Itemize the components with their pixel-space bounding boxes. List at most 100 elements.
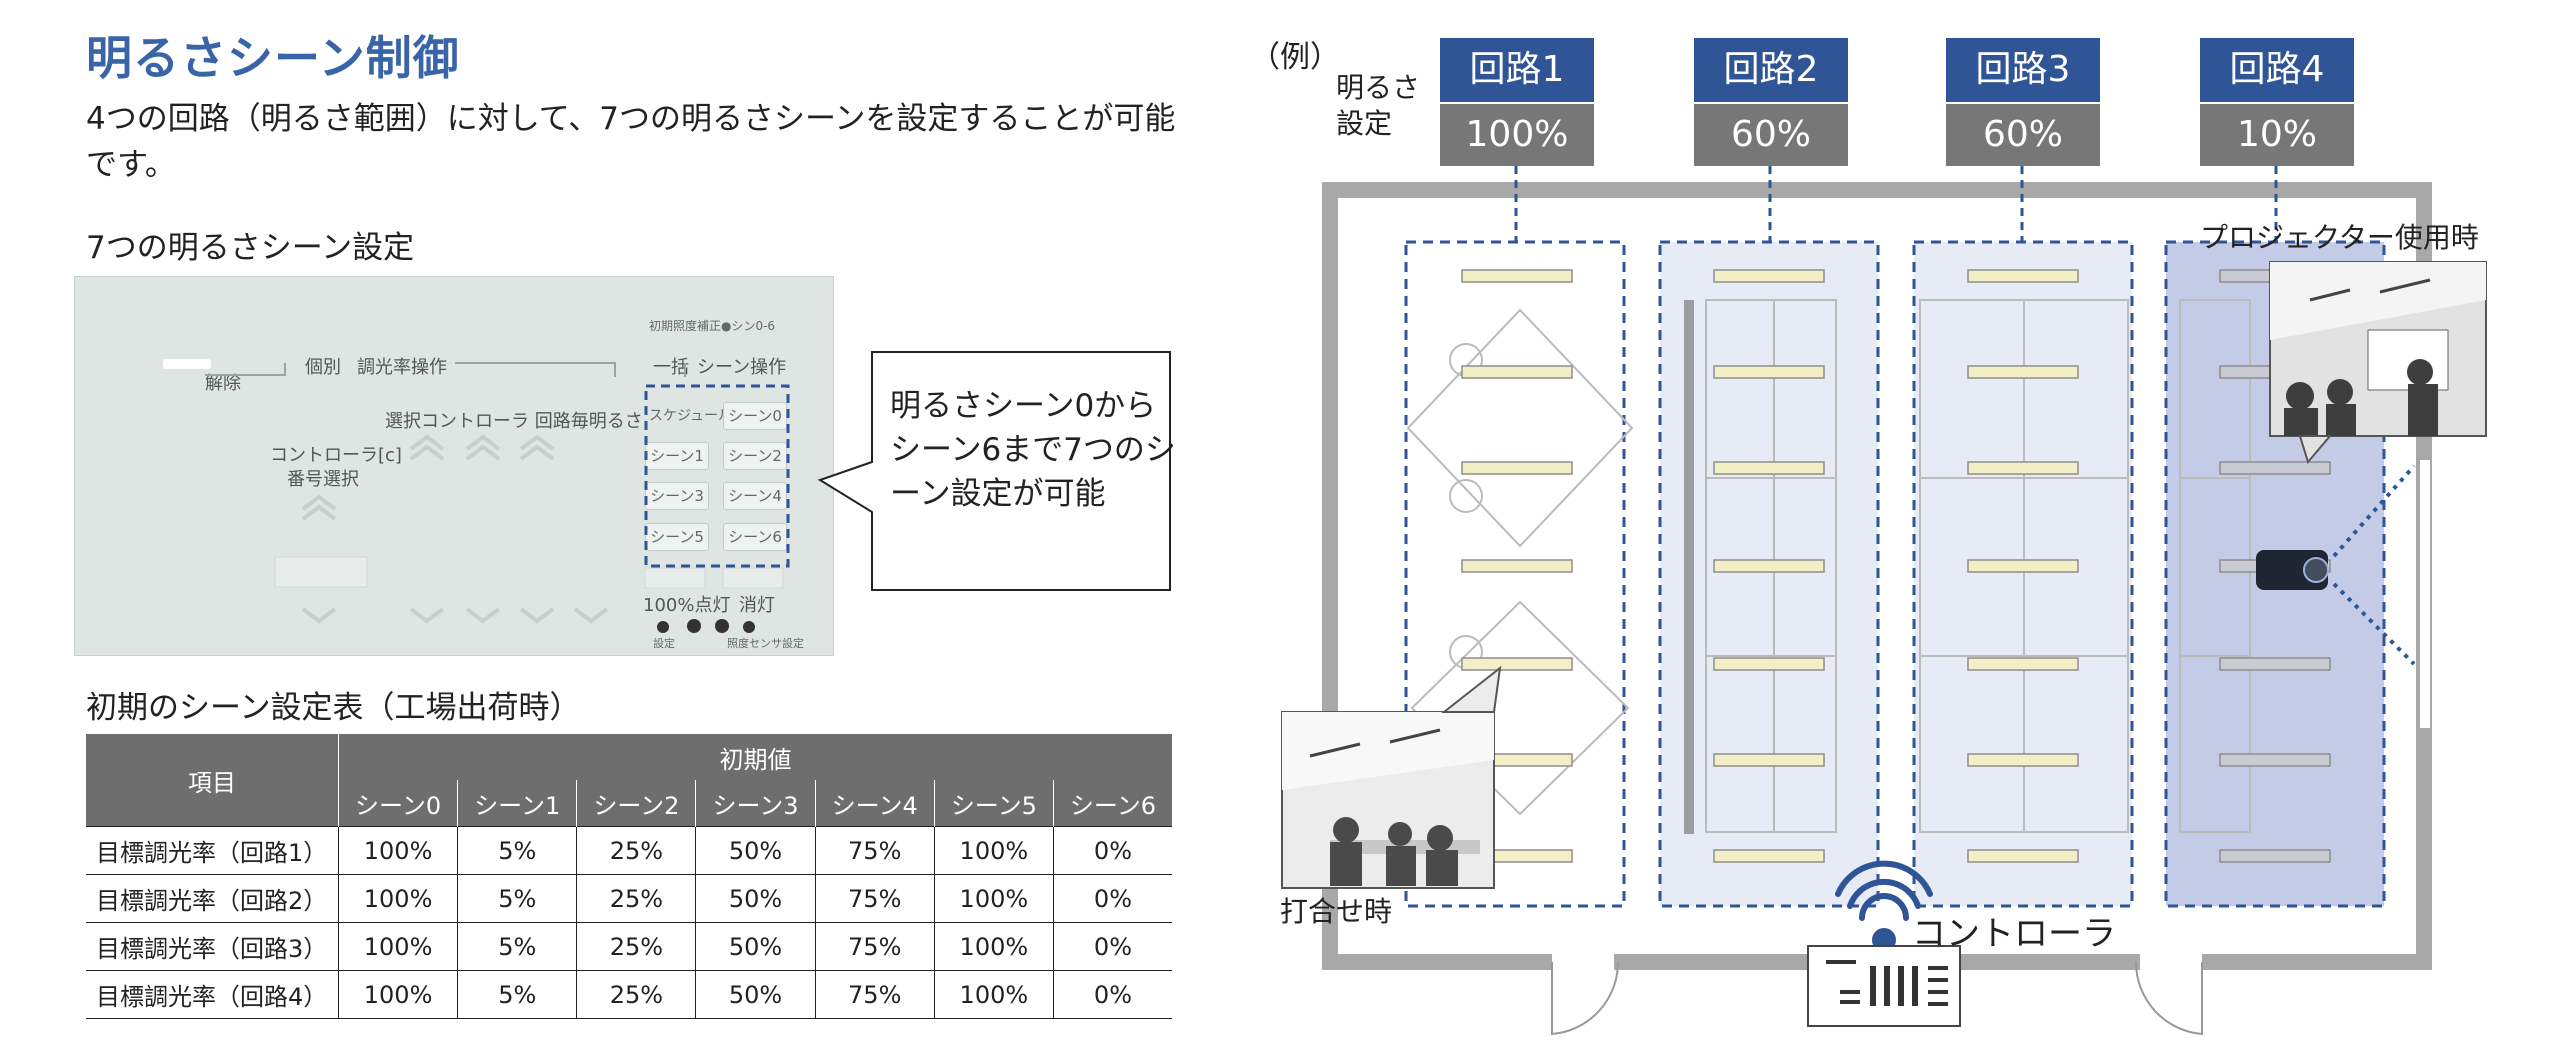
table-cell: 5% [457,826,577,875]
circuit-2-value: 60% [1694,104,1848,166]
circuit-3-box: 回路3 [1946,38,2100,102]
panel-bulk: 一括 [653,357,689,378]
table-cell: 100% [933,874,1054,923]
table-section-title: 初期のシーン設定表（工場出荷時） [86,690,581,726]
wifi-icon [1835,860,1933,921]
table-cell: 100% [337,970,458,1019]
brightness-label: 明るさ [1336,71,1421,104]
circuit-2-box: 回路2 [1694,38,1848,102]
table-item-header: 項目 [86,734,339,827]
example-label: （例） [1250,40,1340,75]
scene-2-key[interactable]: シーン2 [723,442,787,470]
table-cell: 25% [576,922,696,971]
projector-label: プロジェクター使用時 [2200,221,2479,254]
panel-controller-no: コントローラ[c] [270,445,402,466]
table-cell: 50% [695,922,816,971]
scene-1-key[interactable]: シーン1 [645,442,709,470]
scene-table: 項目 初期値 シーン0 シーン1 シーン2 シーン3 シーン4 シーン5 シーン… [86,734,1172,1019]
table-cell: 100% [933,826,1054,875]
panel-release: 解除 [205,373,241,394]
table-cell: 0% [1052,874,1172,923]
controller-label: コントローラ [1912,914,2116,954]
table-cell: 5% [457,874,577,923]
circuit-3-value: 60% [1946,104,2100,166]
panel-individual: 個別 [305,357,341,378]
circuit-4-box: 回路4 [2200,38,2354,102]
table-scene-header: シーン4 [814,780,935,827]
table-scene-header: シーン5 [933,780,1054,827]
panel-chevrons [274,434,784,624]
controller-device [1807,945,1961,1027]
row-label: 目標調光率（回路1） [86,826,339,875]
table-cell: 25% [576,874,696,923]
panel-off: 消灯 [739,595,775,616]
table-cell: 100% [933,922,1054,971]
table-cell: 75% [814,874,935,923]
panel-number-select: 番号選択 [287,469,359,490]
circuit-1-box: 回路1 [1440,38,1594,102]
page-title: 明るさシーン制御 [86,31,460,85]
table-cell: 75% [814,922,935,971]
table-cell: 0% [1052,826,1172,875]
table-cell: 100% [337,922,458,971]
panel-full-on: 100%点灯 [643,595,731,616]
panel-select-circuit: 選択コントローラ 回路毎明るさ [385,411,643,432]
table-cell: 50% [695,826,816,875]
table-cell: 100% [337,826,458,875]
table-cell: 100% [337,874,458,923]
panel-dimming-op: 調光率操作 [357,357,447,378]
panel-dot-3 [715,619,729,633]
table-scene-header: シーン6 [1052,780,1172,827]
scene-4-key[interactable]: シーン4 [723,482,787,510]
table-row: 目標調光率（回路4） 100% 5% 25% 50% 75% 100% 0% [86,970,1172,1019]
table-row: 目標調光率（回路3） 100% 5% 25% 50% 75% 100% 0% [86,922,1172,971]
row-label: 目標調光率（回路4） [86,970,339,1019]
table-cell: 5% [457,922,577,971]
control-panel: 初期照度補正●シン0-6 解除 個別 調光率操作 一括 シーン操作 コントローラ… [74,276,834,656]
table-cell: 5% [457,970,577,1019]
panel-dot-1 [657,621,669,633]
table-row: 目標調光率（回路1） 100% 5% 25% 50% 75% 100% 0% [86,826,1172,875]
row-label: 目標調光率（回路3） [86,922,339,971]
scene-5-key[interactable]: シーン5 [645,523,709,551]
circuit-4-value: 10% [2200,104,2354,166]
scene-3-key[interactable]: シーン3 [645,482,709,510]
circuit-1-value: 100% [1440,104,1594,166]
table-cell: 0% [1052,970,1172,1019]
table-cell: 50% [695,874,816,923]
table-initial-header: 初期値 [338,734,1172,780]
table-scene-header: シーン0 [337,780,458,827]
table-scene-header: シーン1 [457,780,577,827]
table-cell: 25% [576,970,696,1019]
meeting-photo [1281,665,1502,889]
panel-setting: 設定 [653,637,675,650]
projector-icon [2256,464,2416,666]
table-cell: 0% [1052,922,1172,971]
table-cell: 75% [814,826,935,875]
table-row: 目標調光率（回路2） 100% 5% 25% 50% 75% 100% 0% [86,874,1172,923]
panel-indicator [163,359,211,369]
panel-group-lines [205,362,686,377]
table-cell: 75% [814,970,935,1019]
table-scene-header: シーン2 [576,780,696,827]
intro-text: 4つの回路（明るさ範囲）に対して、7つの明るさシーンを設定することが可能です。 [86,101,1176,183]
panel-schedule: スケジュール [649,408,733,424]
setting-label: 設定 [1336,107,1393,140]
scene-6-key[interactable]: シーン6 [723,523,787,551]
projector-photo [2269,261,2487,465]
callout-text: 明るさシーン0からシーン6まで7つのシーン設定が可能 [890,388,1176,512]
panel-section-title: 7つの明るさシーン設定 [86,230,415,266]
table-cell: 50% [695,970,816,1019]
scene-0-key[interactable]: シーン0 [723,402,787,430]
table-cell: 25% [576,826,696,875]
row-label: 目標調光率（回路2） [86,874,339,923]
panel-top-note: 初期照度補正●シン0-6 [649,319,776,333]
table-scene-header: シーン3 [695,780,816,827]
panel-dot-2 [687,619,701,633]
panel-scene-op: シーン操作 [697,357,787,378]
table-cell: 100% [933,970,1054,1019]
panel-sensor-setting: 照度センサ設定 [727,637,804,650]
